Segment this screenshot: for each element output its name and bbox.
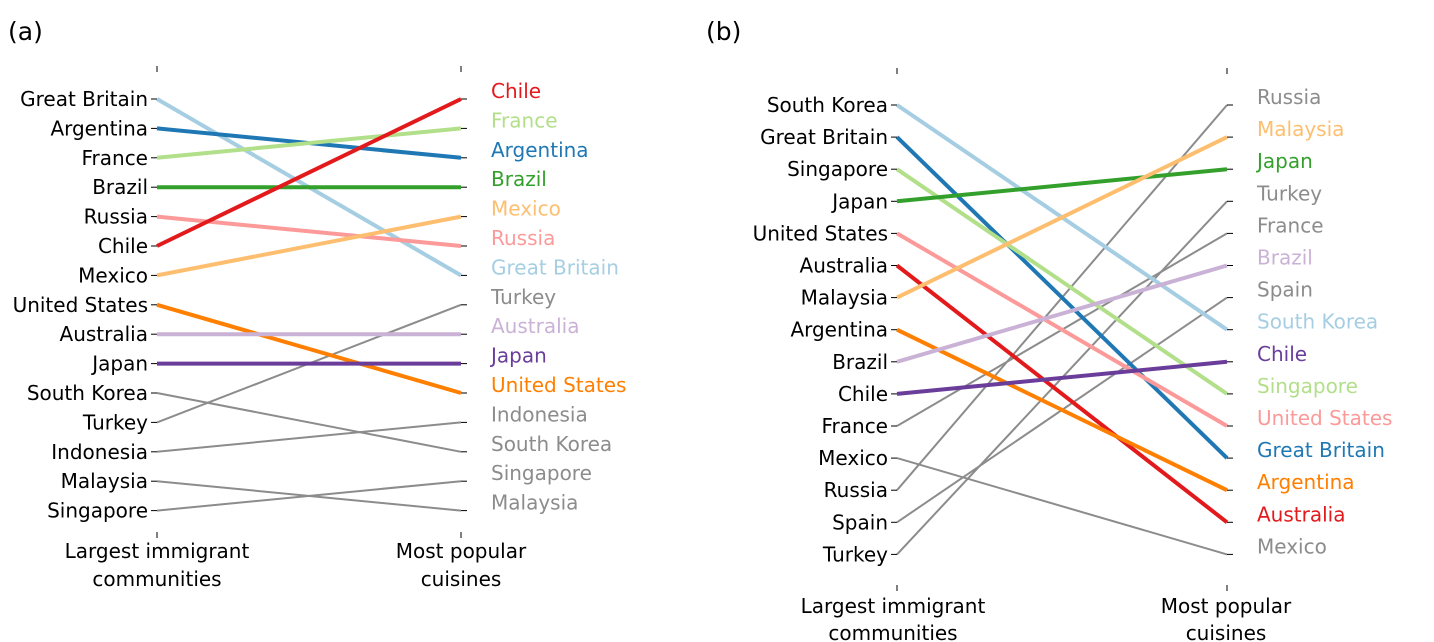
slope-line-france: [156, 126, 462, 160]
left-label-australia: Australia: [60, 322, 148, 346]
right-label-south-korea: South Korea: [1257, 310, 1378, 334]
right-label-mexico: Mexico: [491, 197, 561, 221]
slope-line-chile: [156, 97, 462, 248]
slope-line-brazil: [896, 263, 1228, 364]
left-label-australia: Australia: [800, 254, 888, 278]
slope-line-south-korea: [156, 392, 462, 453]
right-label-malaysia: Malaysia: [491, 491, 578, 515]
right-label-malaysia: Malaysia: [1257, 117, 1344, 141]
right-label-australia: Australia: [491, 314, 579, 338]
left-label-japan: Japan: [90, 352, 148, 376]
left-label-spain: Spain: [832, 510, 888, 534]
slope-line-russia: [156, 214, 462, 248]
left-label-malaysia: Malaysia: [801, 286, 888, 310]
left-label-singapore: Singapore: [47, 499, 148, 523]
left-label-turkey: Turkey: [822, 542, 888, 566]
right-label-japan: Japan: [1255, 149, 1313, 173]
left-axis-label: communities: [828, 621, 957, 642]
left-axis-label: Largest immigrant: [65, 539, 250, 563]
right-axis-label: cuisines: [421, 567, 502, 591]
right-label-brazil: Brazil: [1257, 246, 1313, 270]
left-axis-label: communities: [92, 567, 221, 591]
right-label-great-britain: Great Britain: [491, 255, 619, 279]
right-label-france: France: [491, 108, 558, 132]
right-label-united-states: United States: [1257, 406, 1392, 430]
panel-a: (a)Great BritainArgentinaFranceBrazilRus…: [8, 17, 626, 591]
slope-line-australia: [895, 263, 1229, 524]
slope-line-malaysia: [896, 135, 1228, 300]
slope-line-japan: [896, 167, 1228, 204]
left-label-france: France: [821, 414, 888, 438]
right-label-singapore: Singapore: [491, 461, 592, 485]
slope-lines: [155, 97, 463, 512]
slope-line-chile: [896, 359, 1228, 396]
slope-line-indonesia: [156, 421, 462, 453]
left-label-mexico: Mexico: [818, 446, 888, 470]
right-label-chile: Chile: [491, 79, 541, 103]
left-label-brazil: Brazil: [92, 175, 148, 199]
slope-line-united-states: [895, 231, 1229, 428]
left-label-chile: Chile: [838, 382, 888, 406]
panel-label: (a): [8, 17, 43, 46]
slope-line-argentina: [896, 327, 1228, 492]
panel-label: (b): [706, 17, 741, 46]
left-label-brazil: Brazil: [832, 350, 888, 374]
right-label-great-britain: Great Britain: [1257, 438, 1385, 462]
right-axis-label: Most popular: [1161, 594, 1292, 618]
left-label-singapore: Singapore: [787, 157, 888, 181]
left-label-south-korea: South Korea: [767, 93, 888, 117]
slope-line-united-states: [156, 302, 462, 395]
left-label-argentina: Argentina: [50, 116, 148, 140]
left-axis-label: Largest immigrant: [801, 594, 986, 618]
right-label-indonesia: Indonesia: [491, 402, 588, 426]
left-label-russia: Russia: [824, 478, 888, 502]
right-label-singapore: Singapore: [1257, 374, 1358, 398]
right-label-united-states: United States: [491, 373, 626, 397]
right-label-argentina: Argentina: [491, 138, 589, 162]
left-label-great-britain: Great Britain: [20, 87, 148, 111]
left-label-chile: Chile: [98, 234, 148, 258]
left-label-great-britain: Great Britain: [760, 125, 888, 149]
right-label-russia: Russia: [1257, 85, 1321, 109]
left-label-japan: Japan: [830, 189, 888, 213]
right-axis-label: Most popular: [396, 539, 527, 563]
slope-line-mexico: [156, 214, 462, 278]
left-label-turkey: Turkey: [82, 410, 148, 434]
right-label-turkey: Turkey: [490, 285, 556, 309]
left-label-malaysia: Malaysia: [61, 469, 148, 493]
left-label-united-states: United States: [753, 221, 888, 245]
right-label-south-korea: South Korea: [491, 432, 612, 456]
right-label-spain: Spain: [1257, 278, 1313, 302]
left-label-mexico: Mexico: [78, 263, 148, 287]
slope-line-singapore: [895, 167, 1229, 396]
slope-line-singapore: [156, 480, 462, 512]
right-label-brazil: Brazil: [491, 167, 547, 191]
left-label-indonesia: Indonesia: [51, 440, 148, 464]
right-label-russia: Russia: [491, 226, 555, 250]
left-label-argentina: Argentina: [790, 318, 888, 342]
right-label-chile: Chile: [1257, 342, 1307, 366]
right-axis-label: cuisines: [1186, 621, 1267, 642]
right-label-turkey: Turkey: [1256, 181, 1322, 205]
left-label-south-korea: South Korea: [27, 381, 148, 405]
slope-line-great-britain: [895, 135, 1229, 460]
right-label-australia: Australia: [1257, 502, 1345, 526]
right-label-japan: Japan: [489, 344, 547, 368]
right-label-argentina: Argentina: [1257, 470, 1355, 494]
slope-lines: [895, 103, 1229, 556]
right-label-mexico: Mexico: [1257, 534, 1327, 558]
left-label-france: France: [81, 146, 148, 170]
slope-line-mexico: [896, 457, 1228, 556]
left-label-russia: Russia: [84, 205, 148, 229]
left-label-united-states: United States: [13, 293, 148, 317]
right-label-france: France: [1257, 213, 1324, 237]
